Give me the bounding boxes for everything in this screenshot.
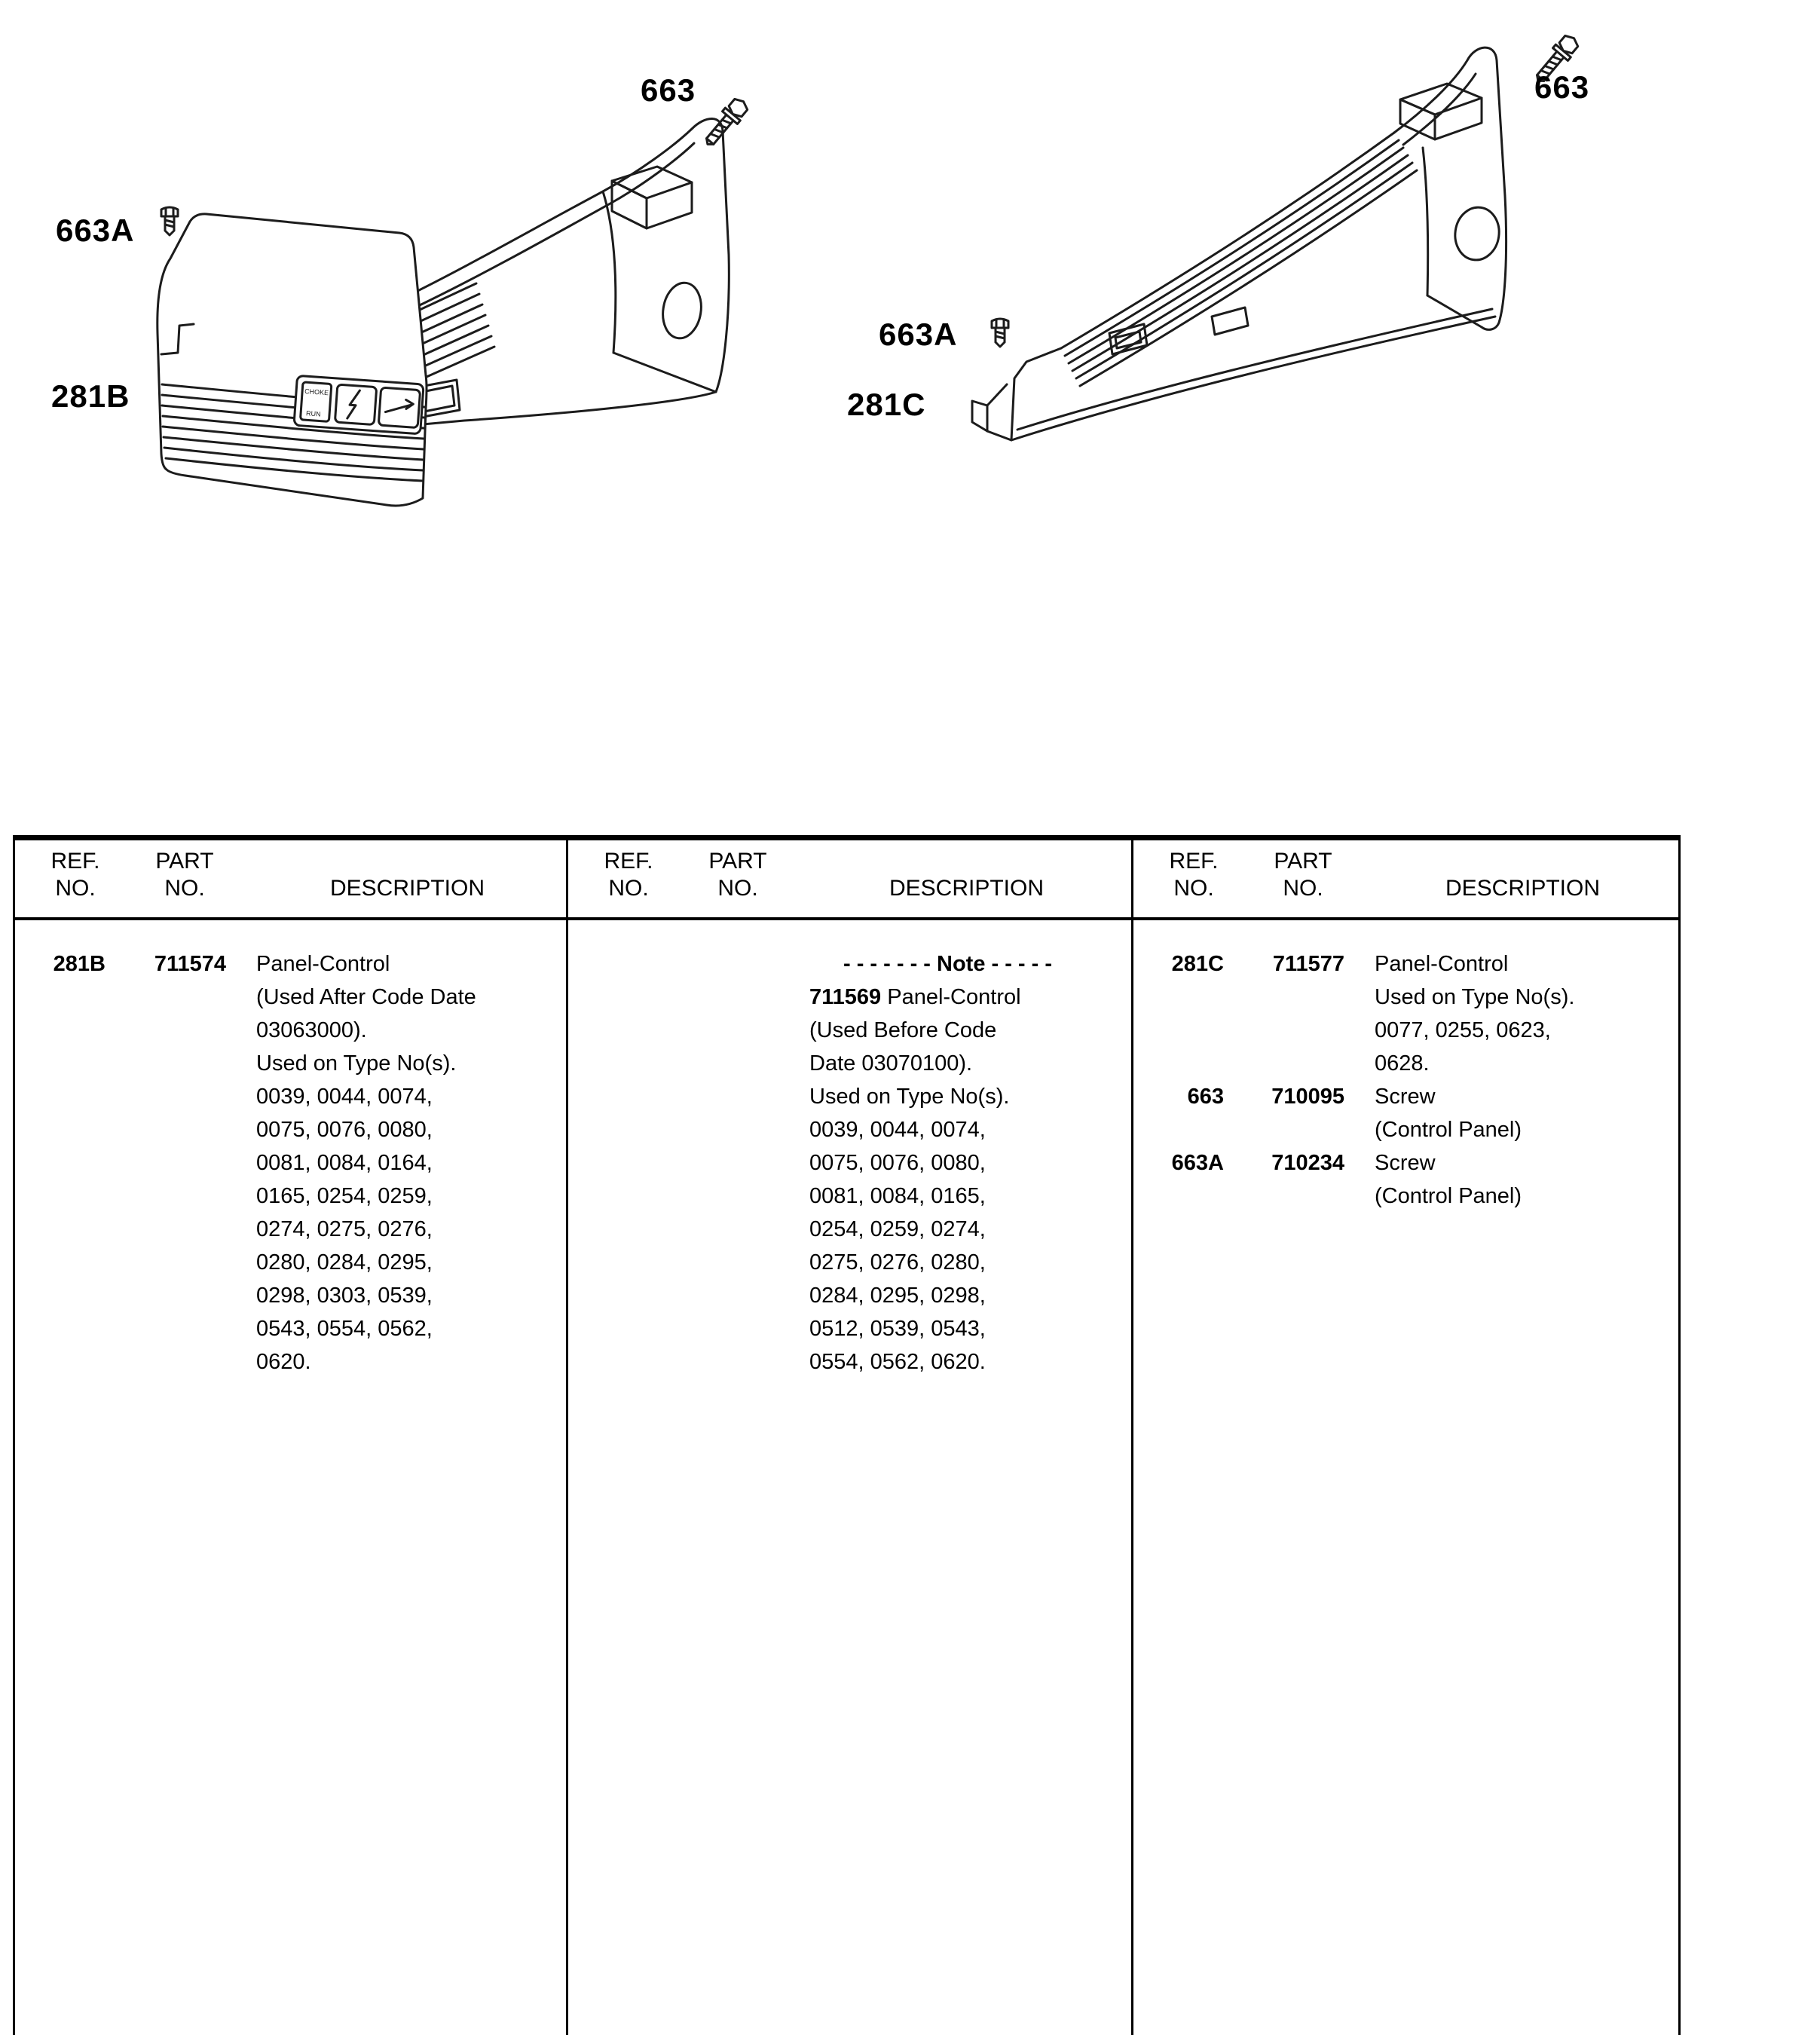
description-line: 0165, 0254, 0259,: [256, 1184, 433, 1208]
description-line: 0039, 0044, 0074,: [809, 1118, 986, 1142]
bracket-drawing: [384, 118, 730, 428]
table-body: 281B 711574 Panel-Control (Used After Code …: [15, 920, 566, 1379]
part-no: [659, 947, 779, 1379]
screw-icon: [160, 206, 179, 237]
description-line: 0512, 0539, 0543,: [809, 1317, 986, 1341]
header-description: DESCRIPTION: [329, 876, 485, 901]
description-line: 0254, 0259, 0274,: [809, 1217, 986, 1241]
part-no: 710234: [1271, 1151, 1344, 1175]
parts-entry: 281B 711574 Panel-Control (Used After Code …: [30, 947, 566, 1379]
description-line: 0620.: [256, 1350, 311, 1374]
description-line: 0284, 0295, 0298,: [809, 1284, 986, 1308]
ref-no: 663A: [1171, 1151, 1224, 1175]
description-line: (Used After Code Date: [256, 985, 476, 1009]
description-line: Screw: [1375, 1151, 1436, 1175]
callout-663a-right: 663A: [879, 317, 958, 352]
control-panel-diagram-left: CHOKE RUN: [156, 97, 749, 507]
mount-hole: [1454, 206, 1500, 262]
bolt-icon: [705, 97, 749, 145]
callout-281c: 281C: [847, 387, 926, 422]
part-no: 711574: [154, 952, 226, 976]
parts-entry: - - - - - - - Note - - - - - 711569 Panel…: [583, 947, 1131, 1379]
callout-663a-left: 663A: [56, 213, 135, 248]
description-line: 0275, 0276, 0280,: [809, 1250, 986, 1275]
throttle-arrow-icon: [384, 398, 414, 414]
header-ref-no: REF.NO.: [50, 849, 100, 901]
part-no: 710095: [1271, 1085, 1344, 1109]
parts-entry: 663 710095 Screw (Control Panel): [1149, 1080, 1678, 1146]
header-description: DESCRIPTION: [889, 876, 1045, 901]
mount-hole: [662, 281, 702, 340]
description-line: Date 03070100).: [809, 1051, 973, 1076]
ref-no: 281B: [53, 952, 106, 976]
description-line: 0075, 0076, 0080,: [256, 1118, 433, 1142]
parts-entry: 663A 710234 Screw (Control Panel): [1149, 1146, 1678, 1213]
table-body: - - - - - - - Note - - - - - 711569 Panel…: [568, 920, 1131, 1379]
bolt-icon: [1536, 34, 1580, 82]
description-line: Used on Type No(s).: [1375, 985, 1575, 1009]
description-line: Panel-Control: [1375, 952, 1509, 976]
screw-icon: [990, 317, 1010, 348]
part-no: 711577: [1272, 952, 1344, 976]
description-line: (Control Panel): [1375, 1184, 1522, 1208]
description-line: 0039, 0044, 0074,: [256, 1085, 433, 1109]
description-line: Used on Type No(s).: [809, 1085, 1010, 1109]
description: Panel-Control (Used After Code Date 030630…: [226, 947, 476, 1379]
description: Screw (Control Panel): [1344, 1146, 1522, 1213]
description-line: 0554, 0562, 0620.: [809, 1350, 986, 1374]
description-line: 711569 Panel-Control: [809, 985, 1021, 1009]
description-line: 0543, 0554, 0562,: [256, 1317, 433, 1341]
description-line: 0280, 0284, 0295,: [256, 1250, 433, 1275]
description-line: 0628.: [1375, 1051, 1430, 1076]
description-line: (Control Panel): [1375, 1118, 1522, 1142]
ref-no: 663: [1187, 1085, 1224, 1109]
ref-no: [583, 947, 659, 1379]
plate-choke-label: CHOKE: [304, 387, 329, 396]
description-line: 0077, 0255, 0623,: [1375, 1018, 1551, 1042]
plate-run-label: RUN: [306, 409, 321, 418]
header-description: DESCRIPTION: [1445, 876, 1601, 901]
description: - - - - - - - Note - - - - - 711569 Panel…: [779, 947, 1052, 1379]
description-line: 0274, 0275, 0276,: [256, 1217, 433, 1241]
description-line: 0298, 0303, 0539,: [256, 1284, 433, 1308]
header-ref-no: REF.NO.: [1169, 849, 1219, 901]
description-line: - - - - - - - Note - - - - -: [843, 952, 1053, 976]
control-plate: CHOKE RUN: [293, 375, 425, 435]
panel-drawing: [971, 46, 1508, 442]
ref-no: 281C: [1171, 952, 1224, 976]
description-line: Used on Type No(s).: [256, 1051, 457, 1076]
callout-663-left: 663: [641, 72, 696, 108]
description-line: Panel-Control: [256, 952, 390, 976]
header-ref-no: REF.NO.: [604, 849, 653, 901]
callout-663-right: 663: [1534, 69, 1590, 105]
cover-drawing: CHOKE RUN: [156, 213, 428, 507]
description-line: 03063000).: [256, 1018, 367, 1042]
description-line: Screw: [1375, 1085, 1436, 1109]
description-line: (Used Before Code: [809, 1018, 997, 1042]
control-panel-diagram-right: [971, 34, 1580, 442]
description-line: 0081, 0084, 0164,: [256, 1151, 433, 1175]
description-line: 0081, 0084, 0165,: [809, 1184, 986, 1208]
description: Screw (Control Panel): [1344, 1080, 1522, 1146]
description-line: 0075, 0076, 0080,: [809, 1151, 986, 1175]
choke-icon: [346, 389, 361, 420]
callout-281b: 281B: [51, 378, 130, 414]
